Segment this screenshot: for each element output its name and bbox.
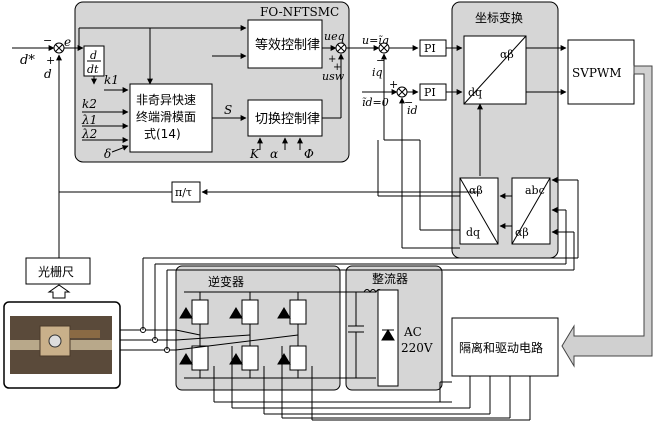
- param-K: K: [249, 147, 260, 161]
- plus-sign-3: +: [333, 62, 341, 73]
- usw-label: usw: [322, 70, 345, 83]
- d-label: d: [44, 67, 52, 81]
- driver-label: 隔离和驱动电路: [459, 340, 543, 355]
- e-label: e: [64, 35, 71, 49]
- iq-label: iq: [372, 66, 383, 79]
- param-delta: δ: [104, 147, 111, 161]
- equivalent-control-block: [247, 19, 323, 69]
- derivative-den: dt: [87, 63, 99, 76]
- d-star-label: d*: [20, 53, 35, 68]
- dc-link: [320, 289, 399, 387]
- pi-iq-label: PI: [424, 42, 436, 55]
- derivative-num: d: [90, 49, 97, 62]
- lower-dq-label: dq: [466, 226, 480, 239]
- igbt-bridge: [175, 291, 320, 379]
- param-lambda2: λ2: [81, 127, 97, 141]
- gate-drive-lines: [213, 346, 531, 421]
- param-alpha: α: [270, 147, 278, 161]
- svpwm-label: SVPWM: [572, 66, 622, 80]
- minus-sign-iq: −: [376, 54, 385, 67]
- switching-control-label: 切换控制律: [255, 112, 320, 127]
- grating-ruler-label: 光栅尺: [38, 264, 74, 279]
- ac-voltage: 220V: [401, 341, 433, 355]
- nftsmc-line3: 式(14): [144, 127, 181, 141]
- svpwm-to-driver-arrow: [561, 65, 653, 368]
- plus-sign-id: +: [389, 78, 398, 91]
- id-ref-label: ĩd=0: [362, 96, 389, 109]
- fo-nftsmc-title: FO-NFTSMC: [260, 5, 339, 19]
- abc-label: abc: [525, 184, 545, 197]
- id-label: id: [407, 104, 418, 117]
- minus-sign-id: −: [404, 96, 413, 109]
- inverter-panel: [175, 265, 341, 391]
- switching-control-block: [247, 99, 323, 137]
- coord-transform-title: 坐标变换: [475, 10, 523, 25]
- equivalent-control-label: 等效控制律: [255, 37, 320, 53]
- param-phi: Φ: [304, 147, 314, 161]
- ac-label: AC: [403, 325, 422, 339]
- param-k2: k2: [82, 97, 97, 111]
- pi-over-tau-label: π/τ: [175, 186, 192, 199]
- nftsmc-surface-block: [129, 83, 213, 153]
- pi-id-label: PI: [424, 86, 436, 99]
- surface-s-label: S: [224, 103, 232, 117]
- upper-alphabeta-label: αβ: [500, 48, 514, 61]
- param-lambda1: λ1: [81, 113, 97, 127]
- inverter-title: 逆变器: [208, 274, 244, 289]
- nftsmc-line2: 终端滑模面: [136, 109, 196, 124]
- minus-sign: −: [43, 34, 52, 47]
- driver-block: [451, 317, 559, 377]
- lower-alphabeta-label: αβ: [469, 184, 483, 197]
- plus-sign-2: +: [328, 54, 336, 65]
- ueq-label: ueq: [324, 30, 345, 43]
- upper-dq-label: dq: [468, 86, 482, 99]
- plus-sign: +: [46, 54, 55, 67]
- rectifier-title: 整流器: [372, 271, 408, 286]
- nftsmc-line1: 非奇异快速: [136, 93, 196, 107]
- abc-alphabeta-label: αβ: [515, 226, 529, 239]
- svpwm-block: [567, 39, 635, 105]
- grating-ruler-block: [25, 257, 91, 285]
- param-k1: k1: [104, 73, 119, 87]
